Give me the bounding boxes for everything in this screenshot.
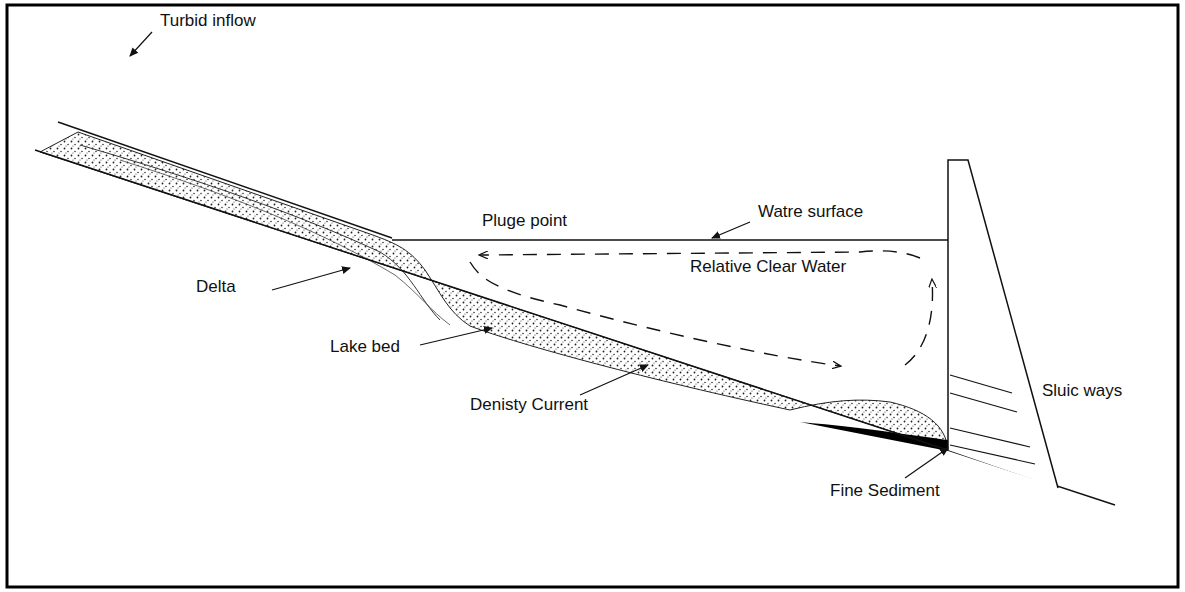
part-label: Pluge point xyxy=(482,212,567,231)
part-label: Watre surface xyxy=(758,203,863,222)
part-label: Turbid inflow xyxy=(160,12,256,31)
part-label: Lake bed xyxy=(330,338,400,357)
leader-lines xyxy=(130,32,948,478)
circulation-arrows xyxy=(470,251,933,366)
part-label: Denisty Current xyxy=(470,396,588,415)
part-label: Sluic ways xyxy=(1042,382,1122,401)
dam xyxy=(948,160,1058,488)
sluiceways xyxy=(950,375,1035,464)
region-label: Relative Clear Water xyxy=(690,258,846,277)
water-surface xyxy=(392,239,948,241)
lake-bed xyxy=(35,150,1115,505)
sediment-body xyxy=(40,132,948,450)
part-label: Delta xyxy=(196,278,236,297)
frame xyxy=(7,5,1178,587)
part-label: Fine Sediment xyxy=(830,482,940,501)
